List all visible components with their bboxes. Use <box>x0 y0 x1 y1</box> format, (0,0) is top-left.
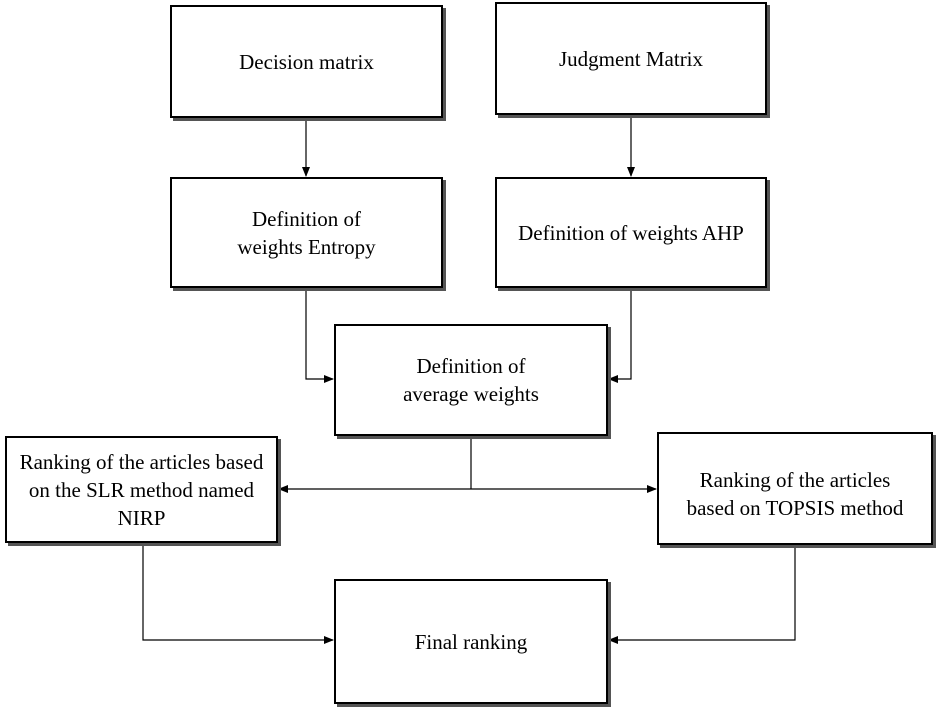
decision-matrix-label: Decision matrix <box>239 49 374 74</box>
decision-matrix-box: Decision matrix <box>170 5 443 118</box>
judgment-matrix-box: Judgment Matrix <box>495 2 767 115</box>
final-ranking-label: Final ranking <box>414 629 528 654</box>
average-weights-label: Definition of average weights <box>403 354 539 406</box>
ranking-nirp-label: Ranking of the articles based on the SLR… <box>19 449 264 530</box>
weights-ahp-label: Definition of weights AHP <box>518 220 744 245</box>
ranking-topsis-box: Ranking of the articles based on TOPSIS … <box>657 432 933 545</box>
edge-topsis-to-final <box>608 545 796 644</box>
weights-entropy-box: Definition of weights Entropy <box>170 177 443 288</box>
edge-nirp-to-final <box>142 543 334 644</box>
edge-entropy-to-average <box>305 288 334 383</box>
weights-ahp-box: Definition of weights AHP <box>495 177 767 288</box>
final-ranking-box: Final ranking <box>334 579 608 704</box>
ranking-topsis-label: Ranking of the articles based on TOPSIS … <box>686 467 904 520</box>
weights-entropy-label: Definition of weights Entropy <box>237 206 376 259</box>
edge-ahp-to-average <box>608 288 632 383</box>
ranking-nirp-box: Ranking of the articles based on the SLR… <box>5 436 278 543</box>
judgment-matrix-label: Judgment Matrix <box>558 46 704 71</box>
average-weights-box: Definition of average weights <box>334 324 608 436</box>
